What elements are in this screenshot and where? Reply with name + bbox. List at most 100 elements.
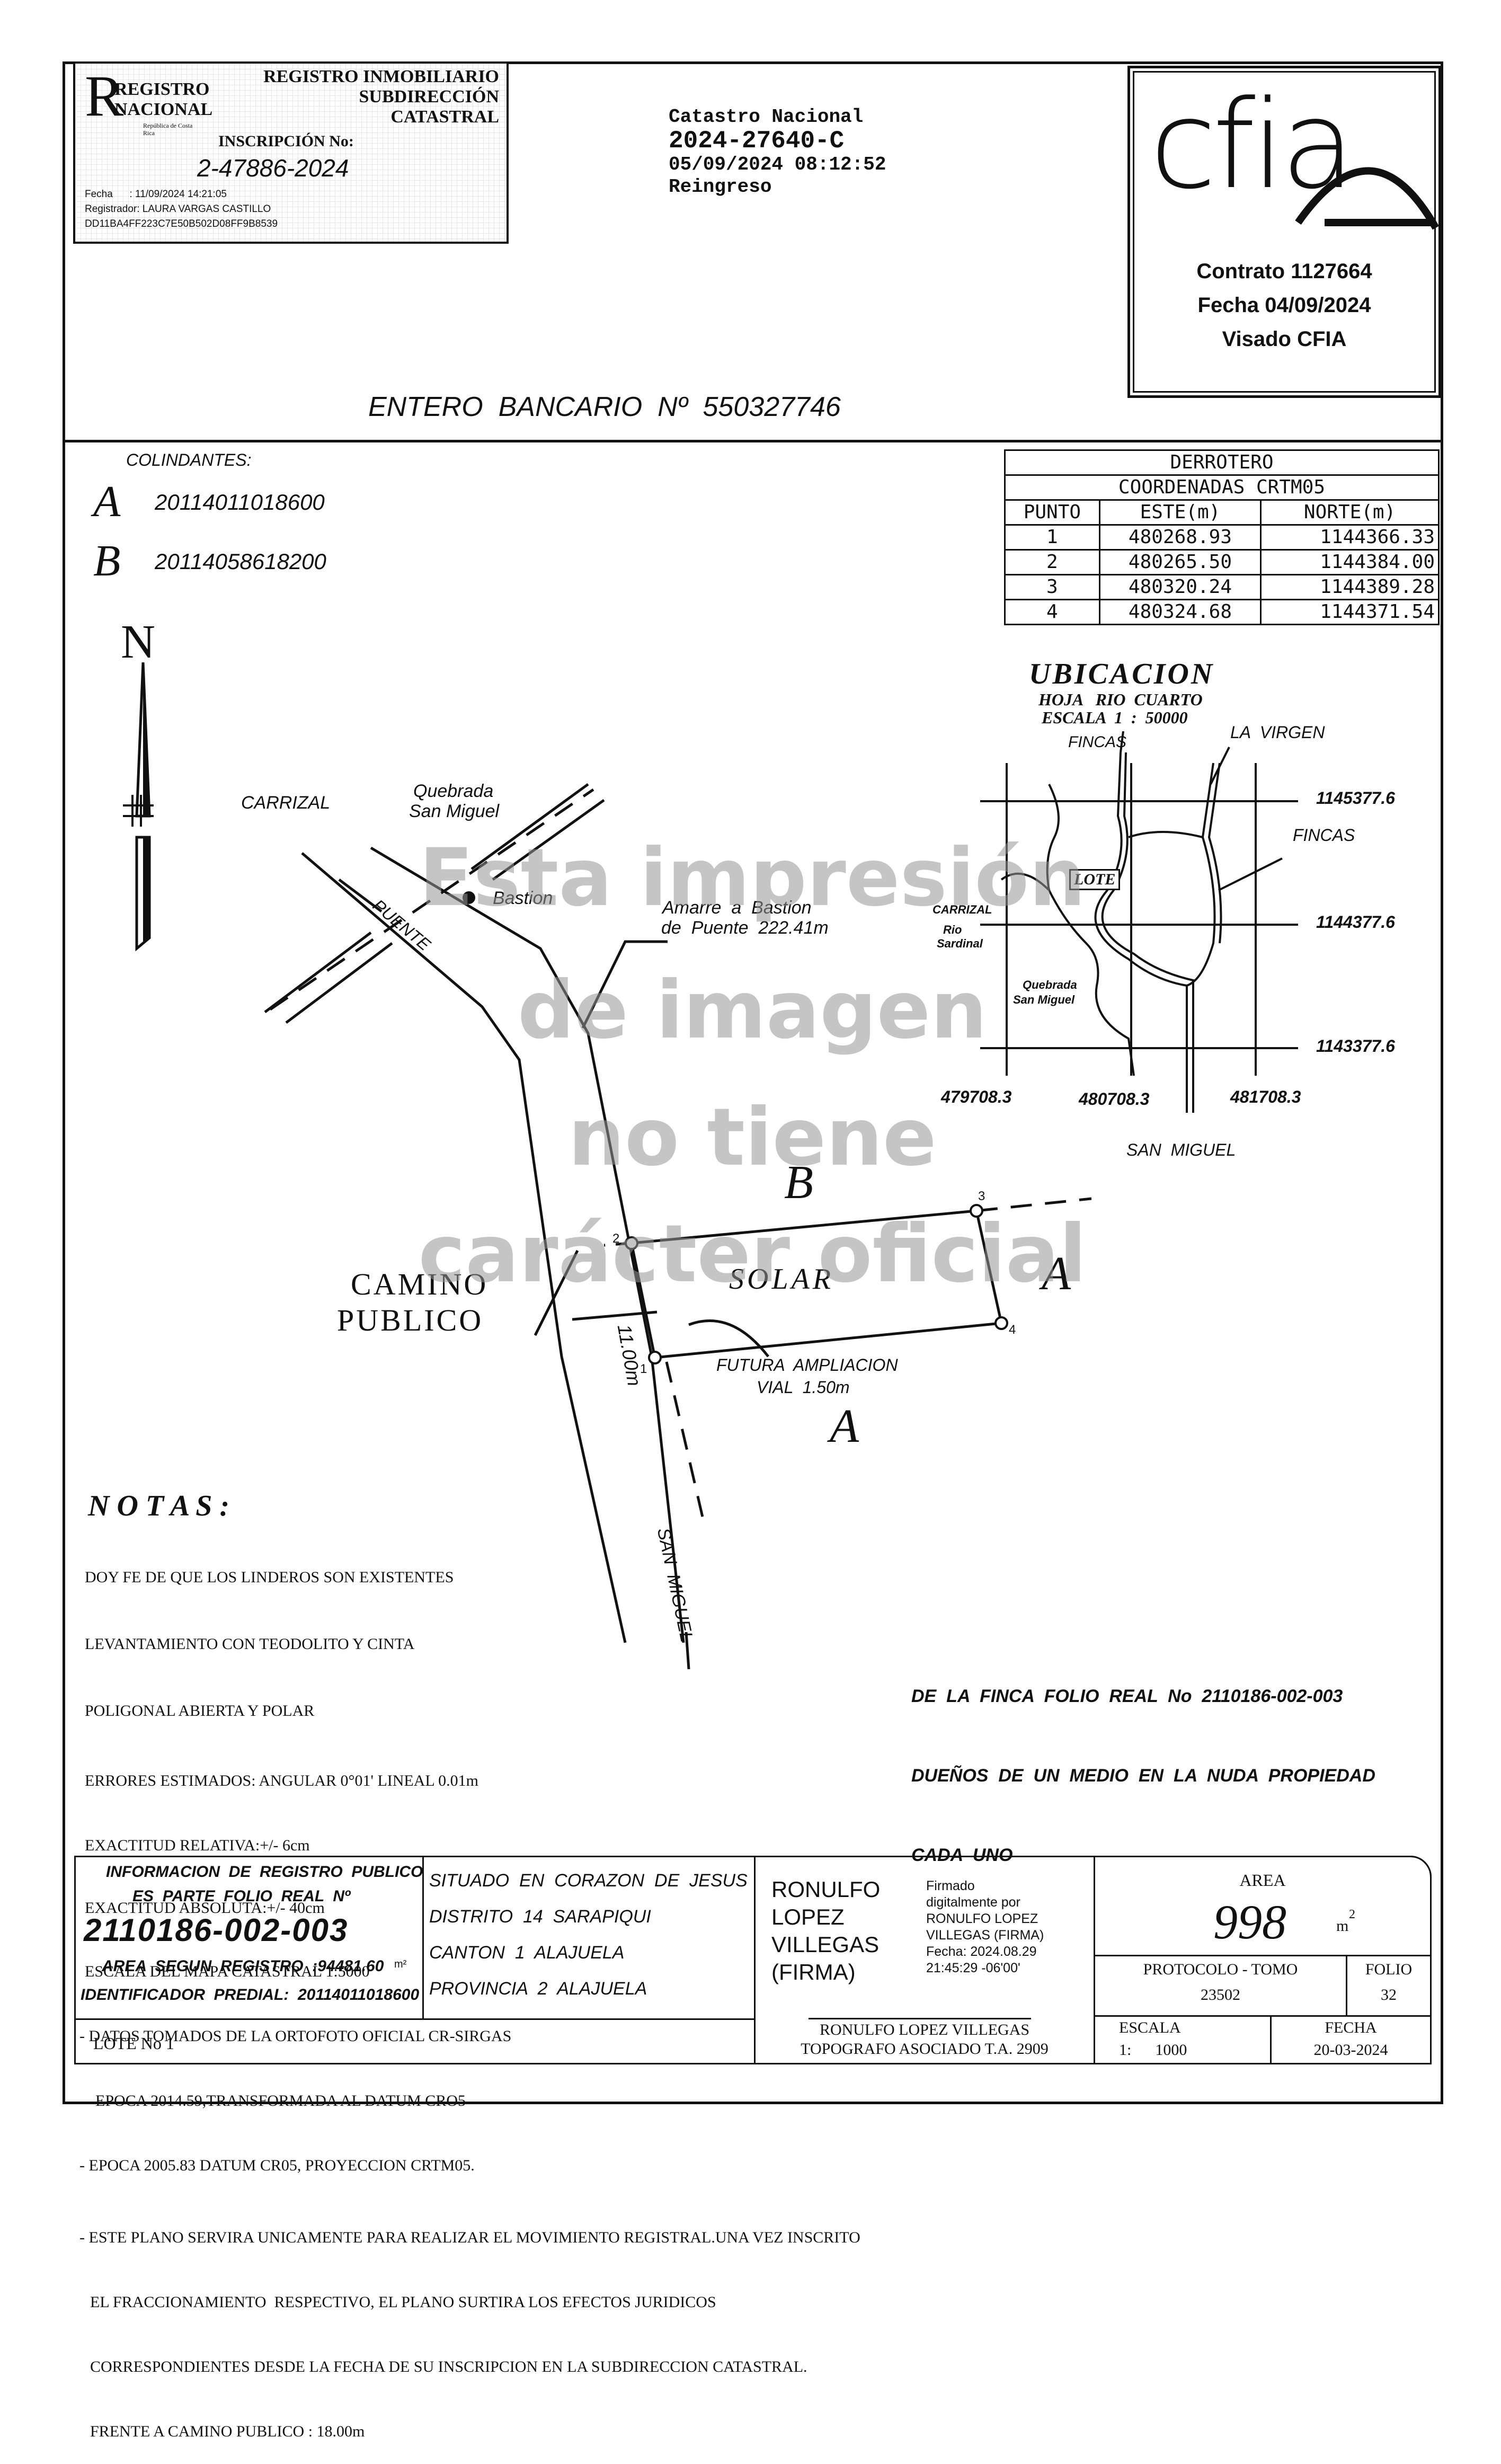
nota-line: ERRORES ESTIMADOS: ANGULAR 0°01' LINEAL … — [85, 1772, 478, 1789]
digital-signature-text: Firmado digitalmente por RONULFO LOPEZ V… — [926, 1878, 1044, 1976]
ubicacion-e1: 479708.3 — [941, 1087, 1012, 1106]
entero-bancario: ENTERO BANCARIO Nº 550327746 — [368, 392, 841, 422]
ubicacion-n2: 1144377.6 — [1316, 912, 1395, 932]
vertex-label-4: 4 — [1009, 1323, 1016, 1337]
registry-logo-sub: República de Costa Rica — [143, 122, 193, 137]
ubicacion-escala: ESCALA 1 : 50000 — [1042, 708, 1188, 727]
label-a-right: A — [1042, 1247, 1071, 1300]
label-futura-2: VIAL 1.50m — [757, 1378, 850, 1397]
signer-name-line: LOPEZ — [771, 1904, 845, 1929]
ubicacion-map — [980, 731, 1298, 1113]
ubicacion-title: UBICACION — [1029, 658, 1215, 690]
vertex-1 — [648, 1351, 662, 1364]
table-row: 1 480268.93 1144366.33 — [1004, 524, 1440, 551]
distrito: DISTRITO 14 SARAPIQUI — [429, 1907, 651, 1927]
plan-drawing — [264, 783, 1092, 1670]
nota-line: - ESTE PLANO SERVIRA UNICAMENTE PARA REA… — [79, 2229, 860, 2246]
cell-norte: 1144366.33 — [1260, 524, 1440, 551]
north-arrow-icon — [123, 662, 154, 952]
bridge-line-2 — [285, 942, 393, 1024]
ubicacion-fincas-right: FINCAS — [1293, 826, 1355, 845]
camino-leader — [534, 1249, 579, 1336]
signer-name-line: RONULFO — [771, 1877, 881, 1902]
protocolo-value: 23502 — [1201, 1986, 1240, 2004]
cell-punto: 4 — [1004, 599, 1100, 625]
registry-registrador: Registrador: LAURA VARGAS CASTILLO — [85, 203, 271, 215]
nota-line: FRENTE A CAMINO PUBLICO : 18.00m — [90, 2423, 365, 2440]
signer-name: RONULFO LOPEZ VILLEGAS (FIRMA) — [771, 1876, 880, 1986]
notas-title: N O T A S : — [88, 1490, 230, 1522]
registry-logo: R REGISTRO NACIONAL República de Costa R… — [85, 67, 212, 141]
river-dash-1 — [269, 788, 594, 1011]
cell-este: 480265.50 — [1098, 549, 1262, 575]
nota-line: - EPOCA 2005.83 DATUM CR05, PROYECCION C… — [79, 2157, 475, 2174]
bridge-line-1 — [264, 932, 372, 1013]
cell-este: 480324.68 — [1098, 599, 1262, 625]
colindante-b-letter: B — [93, 536, 121, 586]
cell-punto: 2 — [1004, 549, 1100, 575]
lote-number: LOTE No 1 — [93, 2034, 174, 2053]
folio-value: 32 — [1381, 1986, 1397, 2004]
cell-punto: 3 — [1004, 574, 1100, 600]
label-camino: CAMINO — [351, 1267, 489, 1301]
escala-label: ESCALA — [1119, 2019, 1181, 2036]
watermark-line-2: de imagen — [517, 964, 988, 1057]
registry-stamp: R REGISTRO NACIONAL República de Costa R… — [73, 61, 509, 244]
catastro-datetime: 05/09/2024 08:12:52 — [669, 154, 886, 175]
signer-name-line: VILLEGAS — [771, 1932, 880, 1957]
boundary-extension — [976, 1197, 1092, 1212]
vertex-3 — [970, 1204, 983, 1218]
fincas-top-arrow — [1120, 731, 1124, 753]
ubicacion-san-miguel: SAN MIGUEL — [1126, 1140, 1236, 1159]
ubicacion-san-miguel-q: San Miguel — [1013, 993, 1075, 1006]
carrizal-arrow — [338, 879, 383, 912]
ubicacion-quebrada: Quebrada — [1023, 978, 1077, 991]
registry-logo-line2: NACIONAL — [114, 100, 213, 119]
virgen-arrow — [1210, 747, 1230, 785]
road-main-2 — [1101, 752, 1194, 1113]
info-line-2: ES PARTE FOLIO REAL Nº — [132, 1887, 351, 1905]
colindante-a-value: 20114011018600 — [155, 490, 325, 515]
vertex-label-1: 1 — [640, 1362, 647, 1376]
cell-norte: 1144389.28 — [1260, 574, 1440, 600]
registry-hash: DD11BA4FF223C7E50B502D08FF9B8539 — [85, 218, 278, 229]
road-edge-right — [370, 846, 685, 1643]
road-edge-left — [301, 852, 627, 1643]
vertex-2 — [625, 1236, 638, 1250]
header-punto: PUNTO — [1004, 499, 1100, 526]
derrotero-subtitle: COORDENADAS CRTM05 — [1004, 474, 1440, 501]
nota-line: EL FRACCIONAMIENTO RESPECTIVO, EL PLANO … — [90, 2293, 716, 2311]
canton: CANTON 1 ALAJUELA — [429, 1943, 625, 1963]
futura-leader — [688, 1319, 769, 1358]
ubicacion-n3: 1143377.6 — [1316, 1036, 1395, 1056]
cfia-box — [1127, 66, 1441, 398]
label-solar: SOLAR — [729, 1263, 834, 1296]
bridge-line-4 — [492, 799, 605, 881]
cfia-inner-box — [1133, 71, 1436, 393]
cell-punto: 1 — [1004, 524, 1100, 551]
escala-value: 1: 1000 — [1119, 2041, 1187, 2059]
situado: SITUADO EN CORAZON DE JESUS — [429, 1871, 748, 1891]
signature-line: digitalmente por — [926, 1895, 1020, 1910]
cell-norte: 1144384.00 — [1260, 549, 1440, 575]
watermark-line-3: no tiene — [568, 1092, 937, 1184]
watermark-line-4: carácter oficial — [418, 1208, 1087, 1300]
ubicacion-n1: 1145377.6 — [1316, 788, 1395, 808]
catastro-status: Reingreso — [669, 176, 772, 198]
ubicacion-sardinal: Sardinal — [937, 937, 983, 950]
topografo-title: TOPOGRAFO ASOCIADO T.A. 2909 — [801, 2040, 1049, 2058]
signature-line: Fecha: 2024.08.29 — [926, 1944, 1037, 1959]
sheet-frame — [63, 61, 1443, 2104]
nota-line: LEVANTAMIENTO CON TEODOLITO Y CINTA — [85, 1635, 415, 1653]
area-registro: AREA SEGUN REGISTRO :94481.60 — [102, 1957, 384, 1975]
label-amarre-2: de Puente 222.41m — [661, 918, 829, 938]
signature-line: 21:45:29 -06'00' — [926, 1961, 1020, 1975]
label-amarre-1: Amarre a Bastion — [662, 898, 812, 918]
fecha-label: FECHA — [1325, 2019, 1377, 2036]
ubicacion-fincas-top: FINCAS — [1068, 733, 1127, 751]
road-main — [1094, 752, 1188, 1113]
catastro-label: Catastro Nacional — [669, 106, 864, 128]
finca-note: DE LA FINCA FOLIO REAL No 2110186-002-00… — [911, 1630, 1375, 1895]
registry-title-2: SUBDIRECCIÓN — [359, 87, 500, 107]
derrotero-title: DERROTERO — [1004, 449, 1440, 476]
